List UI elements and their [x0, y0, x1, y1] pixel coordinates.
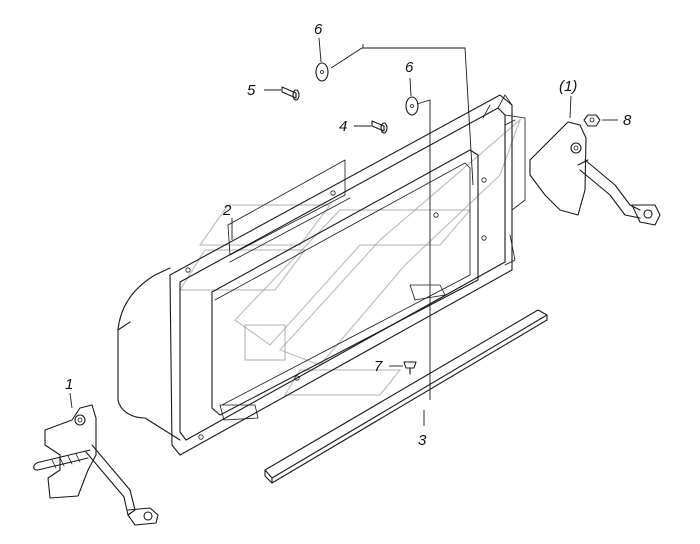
callout-3: 3 [418, 432, 427, 449]
seal-strip [264, 309, 548, 484]
washer-6b [405, 96, 419, 116]
callout-8: 8 [623, 112, 632, 129]
callout-1: 1 [65, 376, 73, 393]
fastener-screw-5 [281, 86, 300, 101]
callout-7: 7 [374, 358, 383, 375]
door-trim-panel [117, 94, 516, 456]
watermark-logo [178, 118, 522, 396]
panel-frame-outline [504, 114, 526, 266]
callout-6-mid: 6 [405, 59, 414, 76]
leader-lines [69, 37, 618, 426]
washer-6a [315, 62, 329, 82]
callout-5: 5 [247, 82, 256, 99]
fastener-screw-4 [371, 120, 388, 134]
fastener-screw-7 [403, 361, 417, 375]
hinge-upper-right [529, 121, 661, 226]
callout-1-paren: (1) [559, 78, 577, 95]
nut-8 [583, 114, 601, 127]
hinge-lower-left [33, 404, 159, 526]
callout-6-top: 6 [314, 21, 323, 38]
callout-2: 2 [222, 202, 232, 219]
callout-4: 4 [339, 118, 347, 135]
